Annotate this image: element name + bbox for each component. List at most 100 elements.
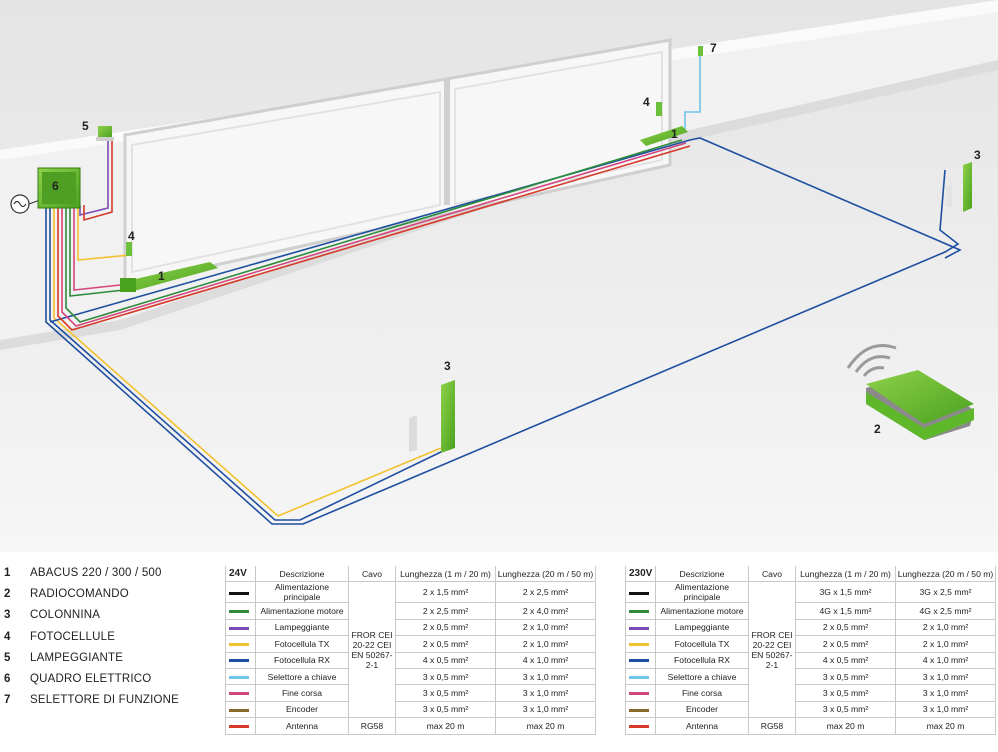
- wire-color-cell: [625, 581, 656, 604]
- legend-number: 5: [4, 651, 11, 664]
- callout-control-panel: 6: [52, 179, 59, 193]
- wire-color-cell: [625, 684, 656, 702]
- wire-color-swatch: [629, 708, 649, 712]
- length-long-value: 3 x 1,0 mm²: [495, 700, 596, 719]
- length-long-value: 2 x 1,0 mm²: [495, 618, 596, 637]
- gate: [123, 38, 672, 287]
- photocell-left: [126, 242, 132, 256]
- length-long-value: 3 x 1,0 mm²: [495, 667, 596, 686]
- cable-type: FROR CEI 20-22 CEI EN 50267-2-1: [348, 581, 396, 719]
- length-long-value: 3G x 2,5 mm²: [895, 581, 996, 604]
- legend-label: ABACUS 220 / 300 / 500: [30, 566, 162, 579]
- wire-color-cell: [225, 651, 256, 669]
- wire-description: Fine corsa: [655, 684, 749, 702]
- length-long-value: 3 x 1,0 mm²: [895, 684, 996, 702]
- wire-description: Fotocellula RX: [255, 651, 349, 669]
- length-short-value: 3G x 1,5 mm²: [795, 581, 896, 604]
- length-short-value: 3 x 0,5 mm²: [795, 667, 896, 686]
- length-short-value: 3 x 0,5 mm²: [395, 684, 496, 702]
- callout-flashing-light: 5: [82, 119, 89, 133]
- wire-color-swatch: [229, 708, 249, 712]
- wire-color-swatch: [629, 675, 649, 679]
- legend-label: LAMPEGGIANTE: [30, 651, 124, 664]
- callout-actuator-right: 1: [671, 127, 678, 141]
- length-short-value: 3 x 0,5 mm²: [795, 700, 896, 719]
- wire-color-cell: [225, 635, 256, 653]
- legend-item: 3 COLONNINA: [4, 605, 214, 626]
- wire-description: Encoder: [255, 700, 349, 719]
- table-header-row: 230V Descrizione Cavo Lunghezza (1 m / 2…: [625, 566, 996, 583]
- callout-actuator-left: 1: [158, 269, 165, 283]
- wire-color-cell: [625, 700, 656, 719]
- length-long-header: Lunghezza (20 m / 50 m): [895, 566, 996, 583]
- installation-diagram: 1 1 2 3 3 4 4 5 6 7: [0, 0, 998, 552]
- mains-supply-icon: [10, 194, 41, 214]
- length-short-value: 2 x 1,5 mm²: [395, 581, 496, 604]
- wire-color-cell: [225, 581, 256, 604]
- wire-color-cell: [625, 618, 656, 637]
- callout-photocell-right: 4: [643, 95, 650, 109]
- legend-item: 5 LAMPEGGIANTE: [4, 647, 214, 668]
- flashing-light: [96, 126, 114, 141]
- wire-color-swatch: [629, 659, 649, 663]
- length-short-value: 2 x 0,5 mm²: [795, 618, 896, 637]
- legend-number: 3: [4, 609, 11, 622]
- wire-description: Antenna: [255, 717, 349, 735]
- cable-header: Cavo: [348, 566, 396, 583]
- wire-color-swatch: [629, 626, 649, 630]
- legend-number: 2: [4, 587, 11, 600]
- length-long-value: 3 x 1,0 mm²: [895, 700, 996, 719]
- wire-color-swatch: [229, 659, 249, 663]
- wire-description: Fotocellula TX: [655, 635, 749, 653]
- wire-color-cell: [225, 684, 256, 702]
- column-right: [946, 162, 972, 212]
- wire-color-swatch: [629, 643, 649, 647]
- wire-color-cell: [225, 602, 256, 620]
- callout-function-selector: 7: [710, 41, 717, 55]
- wire-color-swatch: [229, 591, 249, 595]
- length-long-value: 4 x 1,0 mm²: [495, 651, 596, 669]
- description-header: Descrizione: [255, 566, 349, 583]
- function-selector: [698, 46, 703, 56]
- legend-label: FOTOCELLULE: [30, 630, 116, 643]
- wire-color-cell: [625, 635, 656, 653]
- wire-color-swatch: [229, 643, 249, 647]
- cable-type: RG58: [748, 717, 796, 735]
- wire-color-swatch: [229, 675, 249, 679]
- control-panel: [37, 167, 81, 209]
- legend-number: 1: [4, 566, 11, 579]
- cable-runs: [45, 56, 962, 525]
- legend-label: COLONNINA: [30, 609, 101, 622]
- cable-table-230v: 230V Descrizione Cavo Lunghezza (1 m / 2…: [625, 566, 996, 735]
- length-long-header: Lunghezza (20 m / 50 m): [495, 566, 596, 583]
- length-short-header: Lunghezza (1 m / 20 m): [395, 566, 496, 583]
- length-short-value: 2 x 0,5 mm²: [795, 635, 896, 653]
- length-short-header: Lunghezza (1 m / 20 m): [795, 566, 896, 583]
- length-long-value: 4G x 2,5 mm²: [895, 602, 996, 620]
- callout-column-front: 3: [444, 359, 451, 373]
- legend-number: 4: [4, 630, 11, 643]
- legend-number: 6: [4, 673, 11, 686]
- wire-color-swatch: [629, 610, 649, 614]
- cable-header: Cavo: [748, 566, 796, 583]
- voltage-header: 230V: [625, 566, 656, 583]
- wire-color-swatch: [629, 591, 649, 595]
- wire-description: Alimentazione principale: [255, 581, 349, 604]
- callout-photocell-left: 4: [128, 229, 135, 243]
- length-short-value: 4 x 0,5 mm²: [795, 651, 896, 669]
